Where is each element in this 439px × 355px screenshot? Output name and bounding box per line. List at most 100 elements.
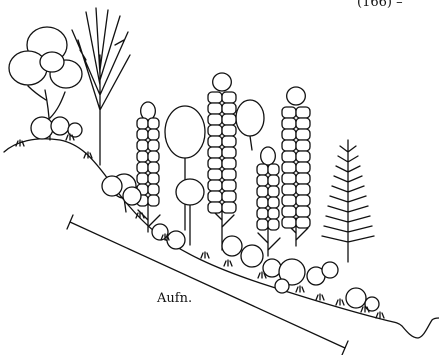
tree-crown [165, 106, 205, 158]
leaf-cluster [208, 92, 222, 103]
leaf-cluster [268, 219, 279, 230]
leaf-cluster [296, 107, 310, 118]
leaf-cluster [137, 140, 148, 151]
leaf-cluster [282, 206, 296, 217]
leaf-cluster [208, 191, 222, 202]
leaf-cluster [282, 129, 296, 140]
leaf-cluster [148, 129, 159, 140]
shrub [346, 288, 366, 308]
leaf-cluster [148, 140, 159, 151]
transect-start-tick [67, 215, 73, 229]
leaf-cluster [296, 184, 310, 195]
leaf-cluster [268, 175, 279, 186]
leaf-cluster [148, 162, 159, 173]
grass-tuft [336, 299, 344, 305]
leaf-cluster [222, 180, 236, 191]
leaf-cluster [282, 118, 296, 129]
leaf-cluster [296, 173, 310, 184]
leaf-cluster [268, 197, 279, 208]
shrub [275, 279, 289, 293]
transect-measure-line [67, 215, 348, 355]
leaf-cluster [257, 164, 268, 175]
leaf-cluster [296, 129, 310, 140]
shrub [51, 117, 69, 135]
leaf-cluster [296, 217, 310, 228]
shrub [241, 245, 263, 267]
transect-end-tick [342, 341, 348, 355]
leaf-cluster [208, 202, 222, 213]
leaf-cluster [222, 147, 236, 158]
tree-branches [72, 8, 130, 165]
leaf-cluster [296, 206, 310, 217]
transect-line [70, 222, 345, 348]
leaf-cluster [296, 195, 310, 206]
grass-tuft [16, 140, 24, 146]
tree-trunk [250, 136, 252, 150]
leaf-cluster [208, 125, 222, 136]
leaf-cluster [148, 173, 159, 184]
leaf-cluster [208, 169, 222, 180]
transect-label: Aufn. [156, 291, 192, 306]
tree-crown-tip [141, 102, 156, 120]
conifer-branches [322, 140, 374, 262]
leaf-cluster [137, 118, 148, 129]
leaf-cluster [148, 151, 159, 162]
shrub [322, 262, 338, 278]
leaf-cluster [222, 103, 236, 114]
leaf-cluster [148, 184, 159, 195]
leaf-cluster [268, 208, 279, 219]
tree-crown-tip [261, 147, 276, 165]
shrub [263, 259, 281, 277]
grass-tuft [201, 252, 209, 258]
grass-tuft [376, 312, 384, 318]
leaf-cluster [282, 195, 296, 206]
leaf-cluster [268, 164, 279, 175]
leaf-cluster [208, 180, 222, 191]
leaf-cluster [257, 219, 268, 230]
leaf-cluster [222, 202, 236, 213]
grass-tuft [316, 294, 324, 300]
leaf-cluster [257, 208, 268, 219]
shrub-layer [31, 117, 379, 311]
leaf-cluster [148, 195, 159, 206]
leaf-cluster [222, 114, 236, 125]
leaf-cluster [282, 151, 296, 162]
shrub [31, 117, 53, 139]
leaf-cluster [282, 173, 296, 184]
leaf-cluster [296, 162, 310, 173]
grass-tuft [224, 260, 232, 266]
leaf-cluster [222, 125, 236, 136]
leaf-cluster [282, 217, 296, 228]
leaf-cluster [208, 147, 222, 158]
leaf-cluster [222, 169, 236, 180]
leaf-cluster [296, 140, 310, 151]
grass-tuft [136, 212, 144, 218]
columnar-tree [282, 87, 310, 246]
broadleaf-tree [236, 100, 264, 150]
grass-tufts [16, 134, 384, 318]
shrub [222, 236, 242, 256]
leaf-cluster [222, 158, 236, 169]
leaf-cluster [222, 136, 236, 147]
tree-branches [258, 233, 280, 250]
header-page-number: (166) – [357, 0, 403, 10]
leaf-cluster [222, 92, 236, 103]
columnar-tree [208, 73, 236, 250]
leaf-cluster [208, 103, 222, 114]
leaf-cluster [257, 197, 268, 208]
tree-crown [176, 179, 204, 205]
leaf-cluster [296, 151, 310, 162]
leaf-cluster [257, 186, 268, 197]
tree-crown [9, 51, 47, 85]
grass-tuft [296, 286, 304, 292]
bare-tree [72, 8, 130, 165]
leaf-cluster [257, 175, 268, 186]
tree-crown [40, 52, 64, 72]
columnar-tree [257, 147, 280, 256]
leaf-cluster [282, 162, 296, 173]
broadleaf-tree [165, 106, 205, 230]
shrub [123, 187, 141, 205]
leaf-cluster [222, 191, 236, 202]
leaf-cluster [208, 158, 222, 169]
leaf-cluster [282, 140, 296, 151]
